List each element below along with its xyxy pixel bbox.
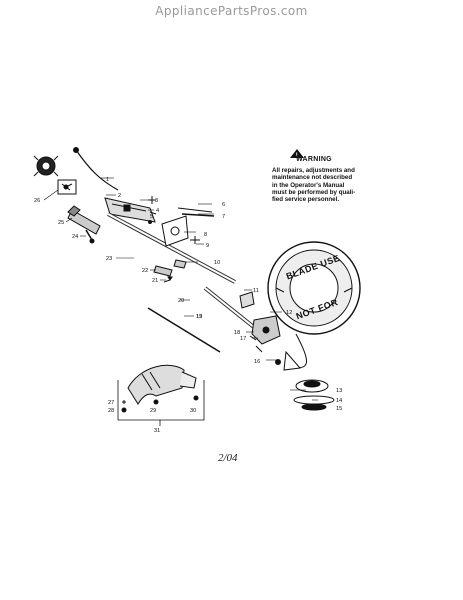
callout-22: 22 xyxy=(142,268,148,274)
gearbox xyxy=(249,315,281,353)
warning-line: must be performed by quali- xyxy=(272,188,356,196)
callout-16: 16 xyxy=(254,359,260,365)
throttle-cable xyxy=(75,149,119,191)
callout-18: 18 xyxy=(234,330,240,336)
handle-bolt xyxy=(85,229,95,244)
drive-shaft xyxy=(147,307,221,353)
shield-hardware xyxy=(121,395,199,413)
throttle-housing xyxy=(104,197,156,223)
callout-6: 6 xyxy=(222,202,225,208)
callout-30: 30 xyxy=(190,408,196,414)
callout-17: 17 xyxy=(240,336,246,342)
callout-29: 29 xyxy=(150,408,156,414)
callout-13-shaft: 13 xyxy=(196,314,202,320)
pin-parts xyxy=(177,207,215,217)
handle-grip xyxy=(67,205,101,235)
callout-26: 26 xyxy=(34,198,40,204)
engine-part xyxy=(33,155,59,177)
callout-9: 9 xyxy=(206,243,209,249)
warning-triangle-icon: ! xyxy=(290,149,304,159)
shield-bracket-lines xyxy=(117,380,205,421)
callout-5: 5 xyxy=(150,214,153,220)
debris-shield xyxy=(127,364,197,405)
callout-11: 11 xyxy=(253,288,259,294)
warning-notice: WARNING All repairs, adjustments and mai… xyxy=(272,156,372,203)
warning-body: All repairs, adjustments and maintenance… xyxy=(272,167,372,203)
callout-20: 20 xyxy=(178,298,184,304)
callout-25: 25 xyxy=(58,220,64,226)
callout-2: 2 xyxy=(118,193,121,199)
callout-21: 21 xyxy=(152,278,158,284)
callout-14: 14 xyxy=(336,398,342,404)
warning-title: WARNING xyxy=(296,156,332,163)
callout-23: 23 xyxy=(106,256,112,262)
small-nut xyxy=(275,359,281,365)
clamp-screw xyxy=(190,236,200,244)
detail-arrow-head xyxy=(283,350,301,371)
site-watermark: AppliancePartsPros.com xyxy=(155,4,308,18)
bracket-part xyxy=(161,215,189,247)
callout-19: 19 xyxy=(196,314,202,320)
decal-part xyxy=(57,179,77,195)
lower-bracket xyxy=(239,291,255,309)
svg-text:!: ! xyxy=(296,153,298,159)
callout-15: 15 xyxy=(336,406,342,412)
callout-13-blade: 13 xyxy=(336,388,342,394)
coupler-part xyxy=(153,259,187,277)
callout-12: 12 xyxy=(286,310,292,316)
date-stamp: 2/04 xyxy=(218,452,238,464)
warning-line: maintenance not described xyxy=(272,174,353,182)
callout-8: 8 xyxy=(204,232,207,238)
callout-3: 3 xyxy=(155,198,158,204)
callout-7: 7 xyxy=(222,214,225,220)
leader-lines xyxy=(43,177,320,409)
callout-28: 28 xyxy=(108,408,114,414)
callout-27: 27 xyxy=(108,400,114,406)
callout-31: 31 xyxy=(154,428,160,434)
blade-callout-circle xyxy=(267,241,361,335)
hardware-bolts xyxy=(148,196,157,224)
callout-10: 10 xyxy=(214,260,220,266)
warning-line: All repairs, adjustments and xyxy=(272,167,355,175)
callout-24: 24 xyxy=(72,234,78,240)
callout-1: 1 xyxy=(106,177,109,183)
callout-4: 4 xyxy=(156,208,159,214)
warning-line: in the Operator's Manual xyxy=(272,181,345,189)
arrow-marker xyxy=(167,276,173,281)
blade-assembly xyxy=(293,379,335,411)
warning-line: fied service personnel. xyxy=(272,196,340,204)
